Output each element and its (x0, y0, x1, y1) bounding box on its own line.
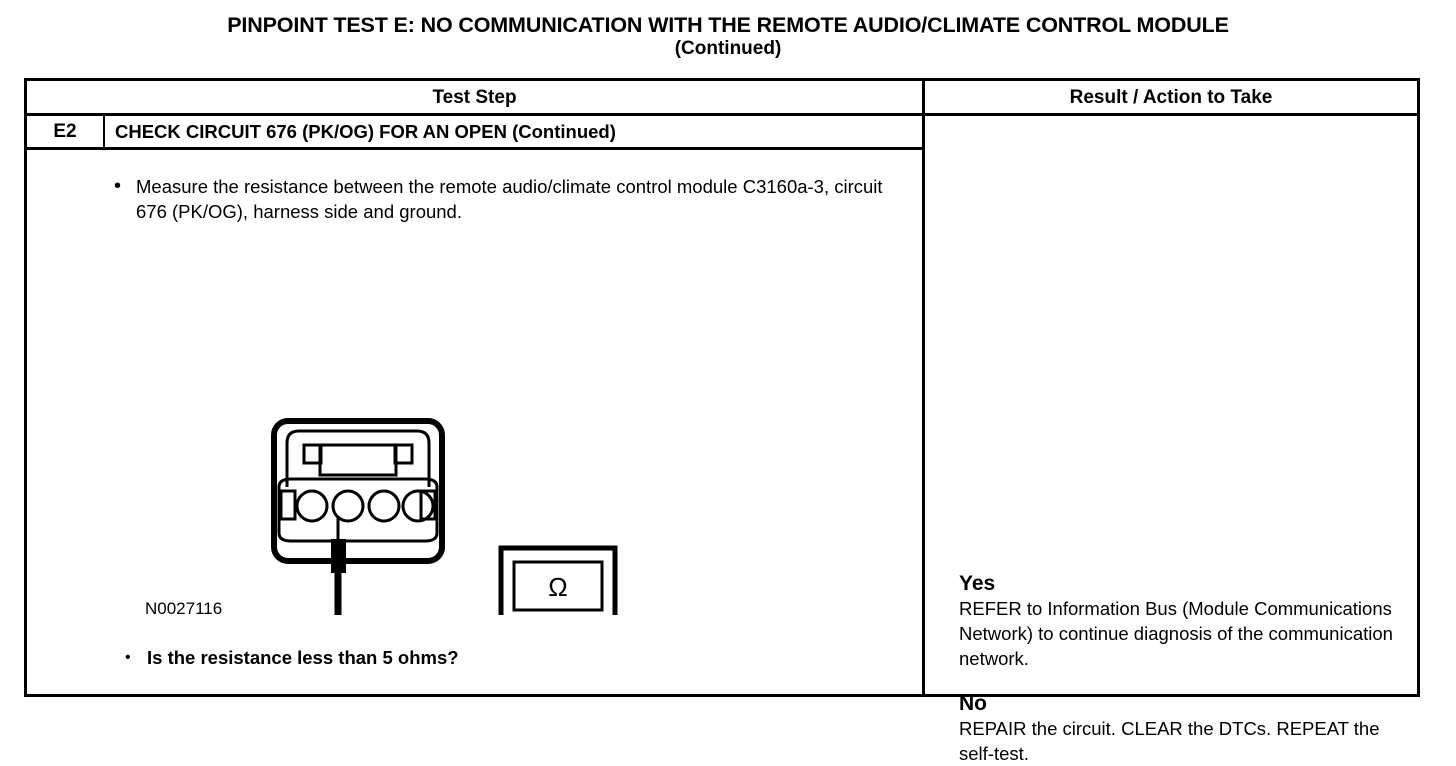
result-text-no: REPAIR the circuit. CLEAR the DTCs. REPE… (959, 718, 1380, 764)
step-heading: CHECK CIRCUIT 676 (PK/OG) FOR AN OPEN (C… (115, 121, 616, 142)
test-step-cell: • Measure the resistance between the rem… (27, 150, 922, 766)
step-id-divider (103, 116, 105, 150)
result-label-yes: Yes (959, 572, 996, 595)
question-bullet: • Is the resistance less than 5 ohms? (125, 645, 825, 671)
page-title: PINPOINT TEST E: NO COMMUNICATION WITH T… (0, 12, 1456, 60)
column-header-result-action: Result / Action to Take (1069, 87, 1273, 108)
bullet-icon: • (125, 649, 131, 666)
pinpoint-test-table: Test Step Result / Action to Take E2 CHE… (24, 78, 1420, 766)
instruction-text: Measure the resistance between the remot… (136, 176, 883, 222)
column-divider (922, 81, 925, 694)
page-title-line1: PINPOINT TEST E: NO COMMUNICATION WITH T… (227, 13, 1229, 37)
result-text-yes: REFER to Information Bus (Module Communi… (959, 598, 1393, 669)
ohm-symbol: Ω (548, 572, 567, 602)
multimeter-icon: Ω + − (498, 545, 618, 691)
instruction-bullet: • Measure the resistance between the rem… (114, 174, 904, 224)
question-text: Is the resistance less than 5 ohms? (147, 647, 459, 668)
step-id: E2 (53, 121, 77, 142)
page-title-line2: (Continued) (674, 38, 782, 59)
figure-id: N0027116 (145, 599, 223, 618)
connector-icon (271, 418, 445, 564)
step-header-row: E2 CHECK CIRCUIT 676 (PK/OG) FOR AN OPEN… (27, 116, 922, 150)
bullet-icon: • (114, 175, 122, 197)
result-block-no: No REPAIR the circuit. CLEAR the DTCs. R… (959, 691, 1409, 766)
table-header-row: Test Step Result / Action to Take (27, 81, 1417, 116)
column-header-test-step: Test Step (432, 87, 517, 108)
result-block-yes: Yes REFER to Information Bus (Module Com… (959, 571, 1409, 671)
result-action-cell: Yes REFER to Information Bus (Module Com… (925, 116, 1417, 764)
test-schematic-diagram: Ω + − (217, 265, 737, 766)
result-label-no: No (959, 692, 987, 715)
